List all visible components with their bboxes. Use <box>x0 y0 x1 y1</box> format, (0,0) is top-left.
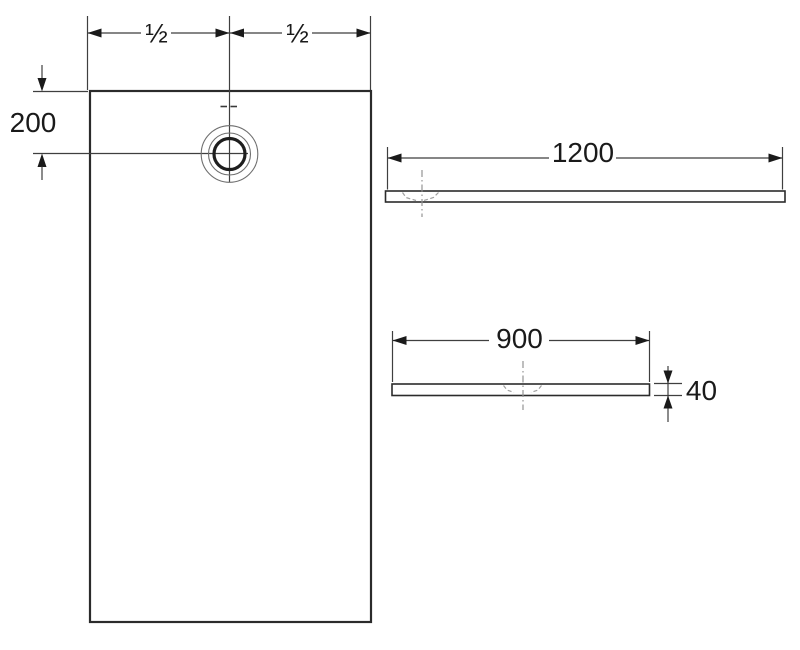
length-dimension-1200: 1200 <box>387 137 783 168</box>
dimension-label-half-right: ½ <box>286 19 309 49</box>
arrowhead-down <box>37 78 47 92</box>
drain-recess-hidden-line <box>402 192 417 202</box>
arrowhead-left <box>387 153 402 163</box>
dimension-label-40: 40 <box>686 375 717 406</box>
arrowhead-right <box>215 28 230 38</box>
arrowhead-up <box>663 395 673 409</box>
arrowhead-up <box>37 153 47 167</box>
dimension-label-half-left: ½ <box>145 19 168 49</box>
drain-offset-dimension: 200 <box>10 65 248 180</box>
arrowhead-right <box>635 336 650 345</box>
arrowhead-down <box>663 370 673 384</box>
drain-recess-hidden-line <box>530 385 542 394</box>
drain-middle-circle <box>207 132 252 176</box>
long-side-profile-outline <box>384 190 786 203</box>
arrowhead-right <box>356 28 371 38</box>
arrowhead-left <box>392 336 407 345</box>
dimension-label-900: 900 <box>496 323 543 354</box>
short-side-view: 900 40 <box>391 323 717 422</box>
plan-view: ½ ½ 200 <box>10 16 373 624</box>
drain <box>200 105 259 183</box>
thickness-dimension-40: 40 <box>654 366 717 422</box>
arrowhead-left <box>230 28 244 38</box>
short-side-profile-outline <box>391 383 651 397</box>
drain-inner-circle <box>212 136 247 172</box>
long-side-view: 1200 <box>384 137 786 217</box>
drain-recess-hidden-line <box>503 385 515 394</box>
drain-outer-circle <box>200 125 259 183</box>
drain-recess-hidden-line <box>423 192 439 202</box>
arrowhead-right <box>768 153 783 163</box>
dimension-label-200: 200 <box>10 107 57 138</box>
dimension-label-1200: 1200 <box>552 137 614 168</box>
half-half-dimension: ½ ½ <box>87 19 371 49</box>
width-dimension-900: 900 <box>392 323 650 354</box>
plan-tray-outline <box>88 89 373 624</box>
arrowhead-left <box>87 28 102 38</box>
